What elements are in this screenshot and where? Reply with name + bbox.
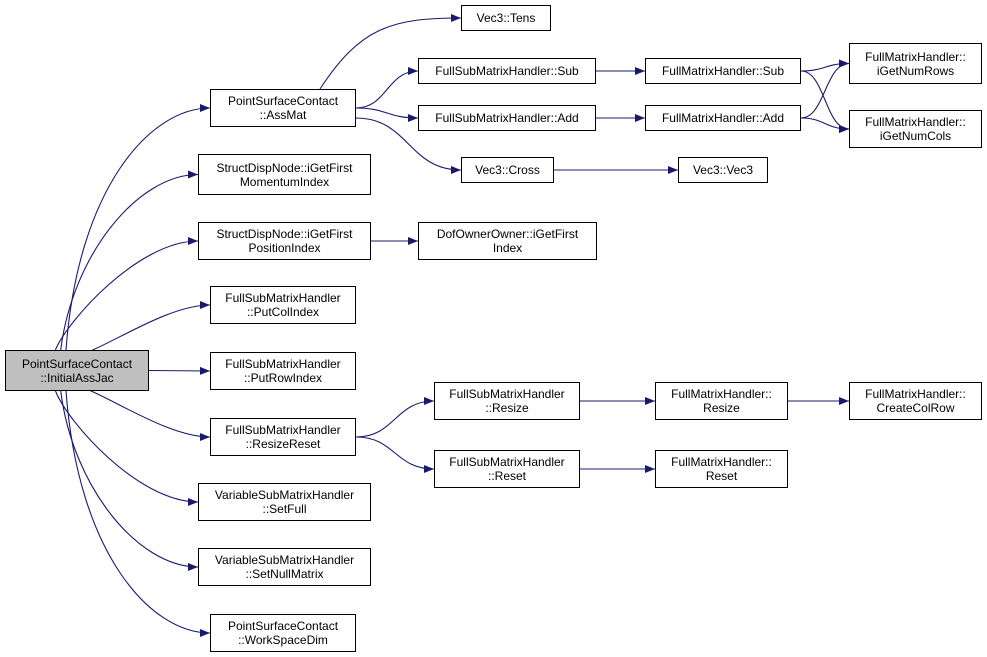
node-cross[interactable]: Vec3::Cross xyxy=(461,157,554,183)
node-label-line: ::InitialAssJac xyxy=(40,370,114,385)
node-label-line: PositionIndex xyxy=(248,241,321,255)
node-label-line: Resize xyxy=(703,401,740,415)
node-fsmh-resize[interactable]: FullSubMatrixHandler::Resize xyxy=(434,382,580,420)
node-root[interactable]: PointSurfaceContact::InitialAssJac xyxy=(5,350,149,391)
edge-resizereset-to-fsmh-reset xyxy=(355,436,435,473)
node-fmh-resize[interactable]: FullMatrixHandler::Resize xyxy=(655,382,788,420)
node-tens[interactable]: Vec3::Tens xyxy=(461,5,551,31)
edge-fmh-add-to-numrows xyxy=(800,59,850,119)
node-label-line: Reset xyxy=(705,469,738,483)
node-label-line: CreateColRow xyxy=(876,401,955,415)
node-label-line: FullSubMatrixHandler::Sub xyxy=(435,64,579,78)
node-label-line: ::PutColIndex xyxy=(246,305,320,319)
node-numcols[interactable]: FullMatrixHandler::iGetNumCols xyxy=(849,110,982,148)
node-label-line: VariableSubMatrixHandler xyxy=(214,488,355,502)
node-label-line: Index xyxy=(492,241,523,255)
node-label-line: ::SetFull xyxy=(262,502,307,516)
node-label-line: StructDispNode::iGetFirst xyxy=(216,160,353,175)
edge-root-to-setnull xyxy=(60,390,199,571)
node-label-line: FullSubMatrixHandler xyxy=(225,423,341,437)
node-label-line: FullMatrixHandler:: xyxy=(865,49,966,64)
node-label-line: PointSurfaceContact xyxy=(227,94,339,108)
edge-resizereset-to-fsmh-resize xyxy=(355,397,435,438)
node-label-line: VariableSubMatrixHandler xyxy=(214,553,355,567)
node-label-line: ::Resize xyxy=(485,401,529,415)
node-label-line: FullMatrixHandler::Add xyxy=(661,111,785,125)
node-label-line: FullMatrixHandler:: xyxy=(671,455,772,469)
node-label-line: PointSurfaceContact xyxy=(227,619,339,633)
node-fsmh-reset[interactable]: FullSubMatrixHandler::Reset xyxy=(434,450,580,488)
node-vec3ctor[interactable]: Vec3::Vec3 xyxy=(678,157,768,183)
node-resizereset[interactable]: FullSubMatrixHandler::ResizeReset xyxy=(210,418,356,456)
edge-assmat-to-fsmh-sub xyxy=(355,67,419,109)
node-label-line: ::PutRowIndex xyxy=(243,371,323,385)
edge-root-to-putrow xyxy=(148,366,211,375)
node-fsmh-add[interactable]: FullSubMatrixHandler::Add xyxy=(418,105,596,131)
node-label-line: FullMatrixHandler:: xyxy=(671,387,772,401)
edge-root-to-setfull xyxy=(55,390,199,506)
node-label-line: FullMatrixHandler:: xyxy=(865,115,966,129)
node-createcolrow[interactable]: FullMatrixHandler::CreateColRow xyxy=(849,382,982,420)
node-numrows[interactable]: FullMatrixHandler::iGetNumRows xyxy=(849,43,982,84)
node-label-line: FullSubMatrixHandler xyxy=(225,291,341,305)
node-fmh-add[interactable]: FullMatrixHandler::Add xyxy=(645,105,801,131)
node-label-line: iGetNumCols xyxy=(879,129,952,143)
node-label-line: Vec3::Cross xyxy=(475,163,540,177)
node-label-line: FullSubMatrixHandler::Add xyxy=(435,111,579,125)
edge-assmat-to-fsmh-add xyxy=(355,107,419,122)
node-setfull[interactable]: VariableSubMatrixHandler::SetFull xyxy=(198,483,371,521)
node-label-line: FullSubMatrixHandler xyxy=(449,455,565,469)
node-assmat[interactable]: PointSurfaceContact::AssMat xyxy=(210,89,356,127)
node-putrow[interactable]: FullSubMatrixHandler::PutRowIndex xyxy=(210,352,356,390)
node-label-line: FullMatrixHandler:: xyxy=(865,387,966,401)
node-label-line: ::SetNullMatrix xyxy=(245,567,324,581)
node-label-line: Vec3::Tens xyxy=(476,11,536,25)
node-label-line: DofOwnerOwner::iGetFirst xyxy=(436,227,579,241)
node-label-line: PointSurfaceContact xyxy=(21,356,133,371)
edge-fmh-sub-to-numrows xyxy=(800,59,850,72)
node-label-line: ::Reset xyxy=(487,469,526,483)
node-fmh-sub[interactable]: FullMatrixHandler::Sub xyxy=(645,58,801,84)
node-label-line: FullSubMatrixHandler xyxy=(225,357,341,371)
node-label-line: ::ResizeReset xyxy=(245,437,321,451)
node-label-line: StructDispNode::iGetFirst xyxy=(216,227,353,241)
node-fmh-reset[interactable]: FullMatrixHandler::Reset xyxy=(655,450,788,488)
node-fsmh-sub[interactable]: FullSubMatrixHandler::Sub xyxy=(418,58,596,84)
edge-root-to-assmat xyxy=(65,104,211,351)
node-label-line: Vec3::Vec3 xyxy=(692,163,754,177)
node-label-line: ::AssMat xyxy=(259,108,307,122)
node-label-line: FullSubMatrixHandler xyxy=(449,387,565,401)
edge-fmh-add-to-numcols xyxy=(800,117,850,133)
edge-root-to-workspace xyxy=(65,390,211,637)
node-label-line: MomentumIndex xyxy=(239,174,330,189)
edge-fmh-sub-to-numcols xyxy=(800,70,850,133)
node-label-line: iGetNumRows xyxy=(876,63,955,78)
edge-assmat-to-tens xyxy=(319,14,462,90)
edge-root-to-sdn-momentum xyxy=(60,170,199,351)
node-workspace[interactable]: PointSurfaceContact::WorkSpaceDim xyxy=(210,614,356,652)
node-label-line: ::WorkSpaceDim xyxy=(238,633,328,647)
edge-root-to-sdn-position xyxy=(54,237,199,351)
node-setnull[interactable]: VariableSubMatrixHandler::SetNullMatrix xyxy=(198,548,371,586)
node-putcol[interactable]: FullSubMatrixHandler::PutColIndex xyxy=(210,286,356,324)
node-label-line: FullMatrixHandler::Sub xyxy=(661,64,785,78)
edge-assmat-to-cross xyxy=(355,117,462,174)
